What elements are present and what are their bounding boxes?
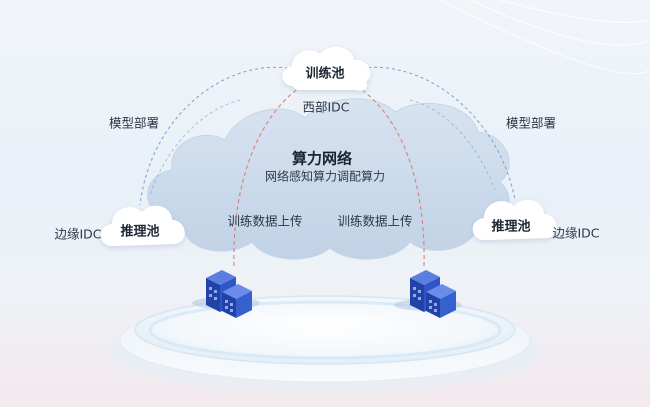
upload-label-left: 训练数据上传	[227, 213, 303, 229]
upload-arcs	[233, 81, 425, 267]
inference-pool-right-region: 边缘IDC	[552, 225, 600, 241]
training-pool-cloud-icon	[282, 46, 371, 91]
upload-label-right: 训练数据上传	[337, 213, 413, 229]
building-left-icon	[192, 270, 260, 318]
network-cloud-icon	[147, 98, 510, 260]
inference-pool-right-cloud-icon	[472, 199, 557, 240]
inference-pool-left-cloud-icon	[100, 205, 185, 246]
training-pool-label: 训练池	[305, 66, 345, 82]
inference-pool-left-region: 边缘IDC	[54, 226, 102, 242]
inference-pool-right-label: 推理池	[491, 219, 531, 235]
network-title: 算力网络	[291, 149, 353, 168]
network-subtitle: 网络感知算力调配算力	[264, 169, 386, 184]
platform	[110, 295, 540, 392]
background-arcs	[439, 0, 650, 75]
deploy-label-right: 模型部署	[505, 115, 557, 131]
inference-pool-left-label: 推理池	[120, 224, 160, 240]
training-pool-region: 西部IDC	[302, 99, 350, 115]
building-right-icon	[394, 270, 462, 318]
deploy-label-left: 模型部署	[108, 115, 160, 131]
deploy-arcs	[139, 66, 516, 206]
